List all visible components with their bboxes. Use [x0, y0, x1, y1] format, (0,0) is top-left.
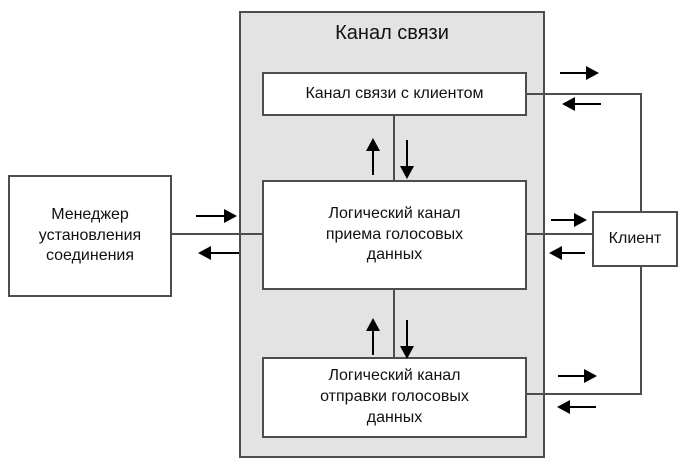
node-voice-receive-channel-line-1: Логический канал — [328, 204, 461, 222]
node-voice-receive-channel[interactable]: Логический канал приема голосовых данных — [262, 180, 527, 290]
node-manager[interactable]: Менеджер установления соединения — [8, 175, 172, 297]
node-voice-receive-channel-line-3: данных — [366, 246, 423, 264]
connector-bus-lower — [640, 265, 642, 395]
connector-line-send-to-bus — [525, 393, 642, 395]
node-voice-send-channel-line-1: Логический канал — [328, 367, 461, 385]
node-voice-send-channel-line-3: данных — [366, 408, 423, 426]
node-manager-line-1: Менеджер — [51, 205, 129, 223]
connector-line-manager-to-container — [172, 233, 264, 235]
connector-line-receive-send — [393, 288, 395, 359]
node-voice-send-channel[interactable]: Логический канал отправки голосовых данн… — [262, 357, 527, 438]
container-title: Канал связи — [335, 22, 449, 44]
node-client[interactable]: Клиент — [592, 211, 678, 267]
node-client-link-channel-line-1: Канал связи с клиентом — [305, 84, 484, 102]
node-manager-line-3: соединения — [45, 247, 135, 265]
node-voice-receive-channel-line-2: приема голосовых — [325, 225, 464, 243]
node-client-link-channel[interactable]: Канал связи с клиентом — [262, 72, 527, 116]
node-manager-line-2: установления — [38, 226, 142, 244]
node-client-line-1: Клиент — [608, 229, 662, 247]
connector-bus-upper — [640, 93, 642, 213]
connector-line-receive-to-client — [525, 233, 594, 235]
connector-line-client-link-to-bus — [525, 93, 642, 95]
node-voice-send-channel-line-2: отправки голосовых — [320, 388, 469, 406]
connector-line-clientlink-receive — [393, 114, 395, 182]
